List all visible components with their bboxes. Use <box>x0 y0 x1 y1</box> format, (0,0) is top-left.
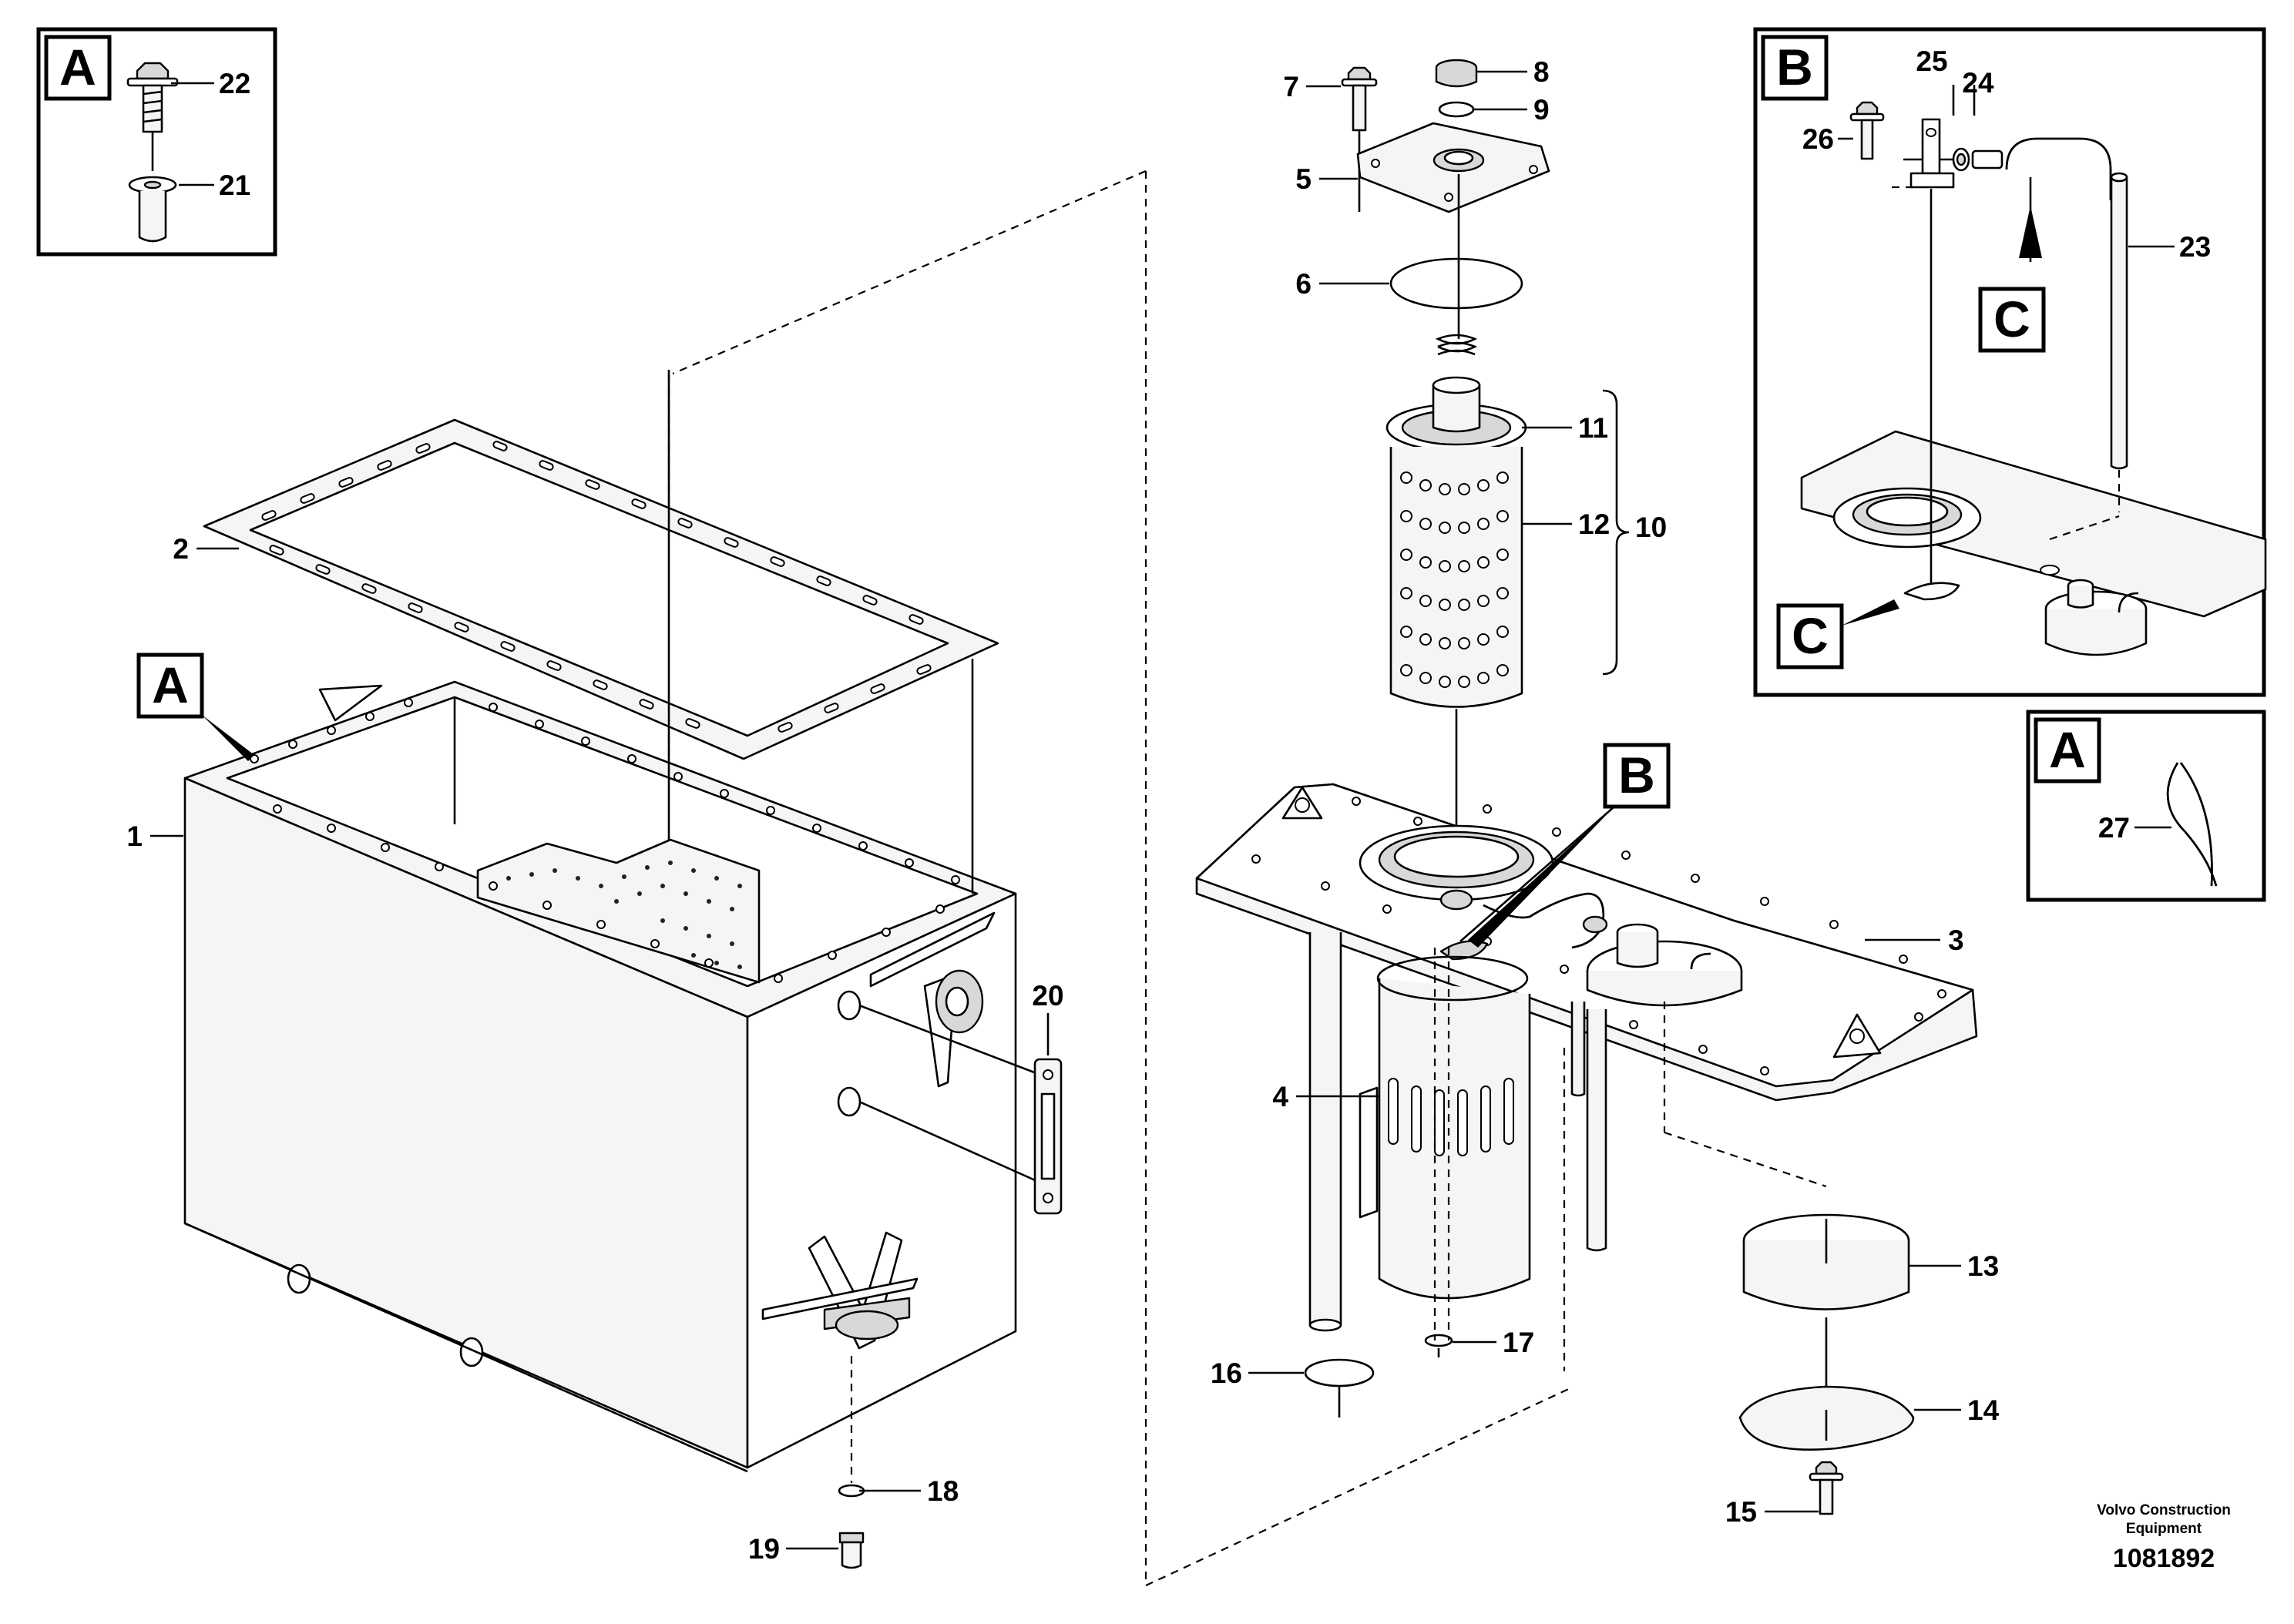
callout-3: 3 <box>1948 924 1964 956</box>
company-name-line2: Equipment <box>2126 1521 2202 1537</box>
strainer-slots <box>1388 1078 1514 1156</box>
callout-14: 14 <box>1967 1394 2000 1426</box>
detail-b-inset: B <box>1753 27 2267 697</box>
callout-13: 13 <box>1967 1250 1999 1282</box>
callout-24: 24 <box>1962 67 1994 99</box>
callout-10: 10 <box>1635 512 1667 543</box>
callout-25: 25 <box>1916 45 1947 77</box>
callout-4: 4 <box>1272 1081 1288 1112</box>
detail-a-inset: A 22 21 <box>36 27 277 257</box>
callout-15: 15 <box>1725 1496 1757 1528</box>
bolt-22-part <box>126 62 179 171</box>
detail-label-a: A <box>2049 721 2086 778</box>
filter-assembly: 7 8 9 5 6 <box>1283 56 1667 859</box>
drawing-number: 1081892 <box>2113 1544 2215 1573</box>
callout-16: 16 <box>1211 1357 1242 1389</box>
callout-5: 5 <box>1295 163 1312 195</box>
callout-19: 19 <box>748 1533 780 1565</box>
tank-cover-plate: B 3 4 <box>1195 743 1978 1371</box>
company-name-line1: Volvo Construction <box>2097 1502 2231 1518</box>
callout-23: 23 <box>2179 231 2211 263</box>
detail-label-c: C <box>1792 607 1829 664</box>
callout-8: 8 <box>1533 56 1550 88</box>
callout-22: 22 <box>219 68 250 99</box>
detail-label-a: A <box>59 39 96 96</box>
callout-1: 1 <box>126 820 143 852</box>
callout-27: 27 <box>2098 812 2130 844</box>
sleeve-21-part <box>128 176 177 243</box>
detail-label-b: B <box>1618 747 1655 804</box>
detail-a-clamp-inset: A 27 <box>2026 710 2266 902</box>
tank-gasket-part <box>203 418 999 760</box>
callout-12: 12 <box>1578 508 1610 540</box>
callout-21: 21 <box>219 169 250 201</box>
callout-2: 2 <box>173 533 189 565</box>
drawing-footer: Volvo Construction Equipment 1081892 <box>2097 1502 2231 1573</box>
lower-parts: 13 14 15 16 17 <box>1211 1213 2000 1528</box>
callout-17: 17 <box>1503 1327 1534 1358</box>
detail-label-b: B <box>1776 39 1813 96</box>
hydraulic-tank: 20 A <box>126 169 1574 1587</box>
flange-holes <box>250 698 960 983</box>
callout-20: 20 <box>1032 980 1063 1012</box>
filter-perforations <box>1400 471 1509 688</box>
detail-label-c: C <box>1993 290 2030 347</box>
callout-26: 26 <box>1802 123 1834 155</box>
callout-18: 18 <box>927 1475 959 1507</box>
callout-7: 7 <box>1283 71 1299 102</box>
callout-6: 6 <box>1295 268 1312 300</box>
callout-11: 11 <box>1578 412 1608 444</box>
baffle-holes <box>506 861 742 969</box>
detail-label-a: A <box>152 656 189 713</box>
callout-9: 9 <box>1533 94 1550 126</box>
